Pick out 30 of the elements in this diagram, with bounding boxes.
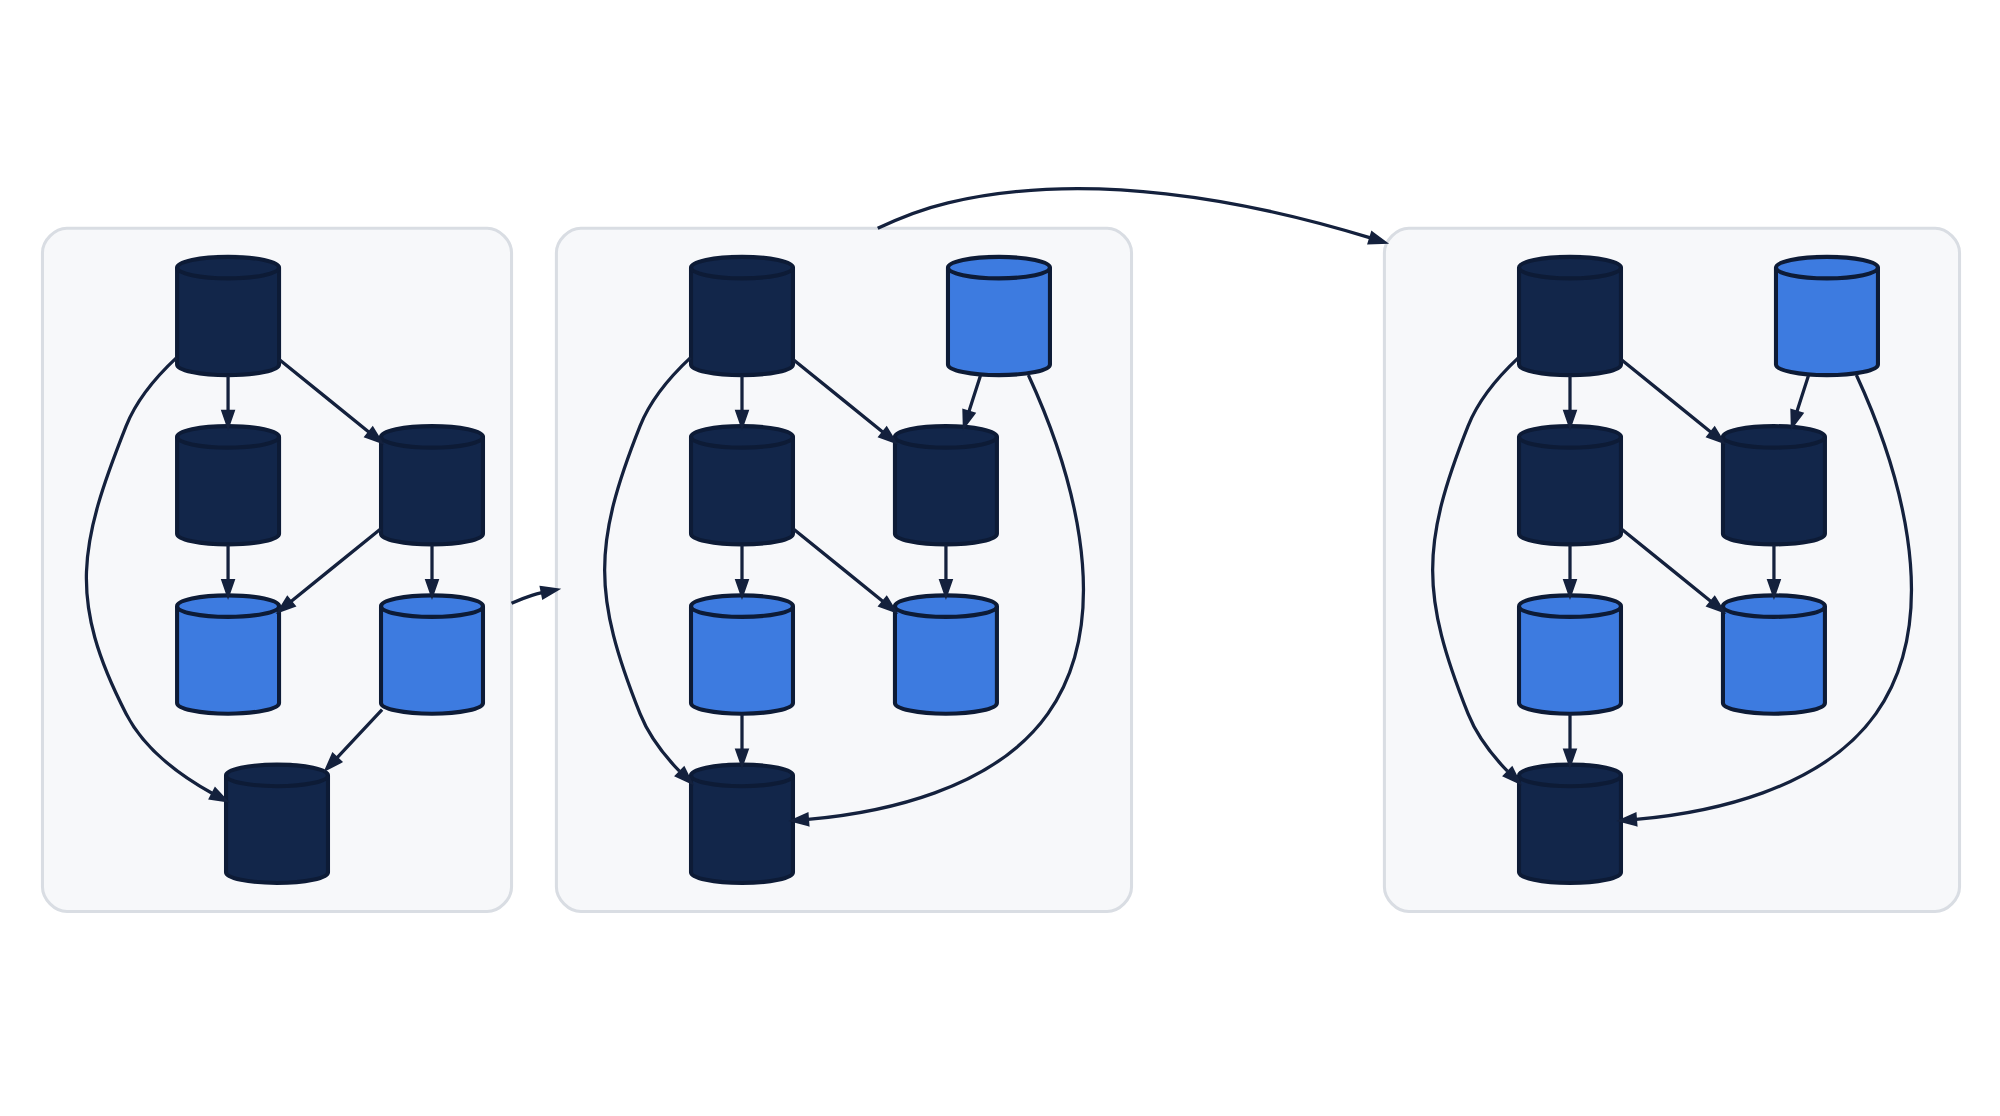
arrow xyxy=(219,375,235,431)
arrow xyxy=(1619,527,1726,614)
arrow xyxy=(791,527,898,614)
cluster xyxy=(553,226,1133,913)
arrow xyxy=(1619,358,1726,445)
arrow xyxy=(961,375,981,431)
arrow xyxy=(937,545,953,600)
arrow xyxy=(219,545,235,600)
arrow xyxy=(791,358,898,445)
arrow xyxy=(733,375,749,431)
arrow xyxy=(787,374,1084,827)
arrow xyxy=(1765,545,1781,600)
arrow xyxy=(1561,714,1577,770)
arrow xyxy=(1561,375,1577,431)
cluster xyxy=(1381,226,1961,913)
arrow xyxy=(277,358,384,445)
arrow xyxy=(322,708,383,773)
arrow xyxy=(602,356,694,786)
arrow xyxy=(509,585,561,605)
arrow xyxy=(83,356,229,803)
arrow xyxy=(733,714,749,770)
arrow xyxy=(1789,375,1809,431)
arrow xyxy=(1615,374,1912,827)
arrow xyxy=(423,545,439,600)
arrow xyxy=(733,545,749,600)
arrow xyxy=(1561,545,1577,600)
arrow xyxy=(274,527,381,614)
arrow xyxy=(1430,356,1522,786)
cluster xyxy=(39,226,513,913)
arrow xyxy=(876,187,1389,245)
